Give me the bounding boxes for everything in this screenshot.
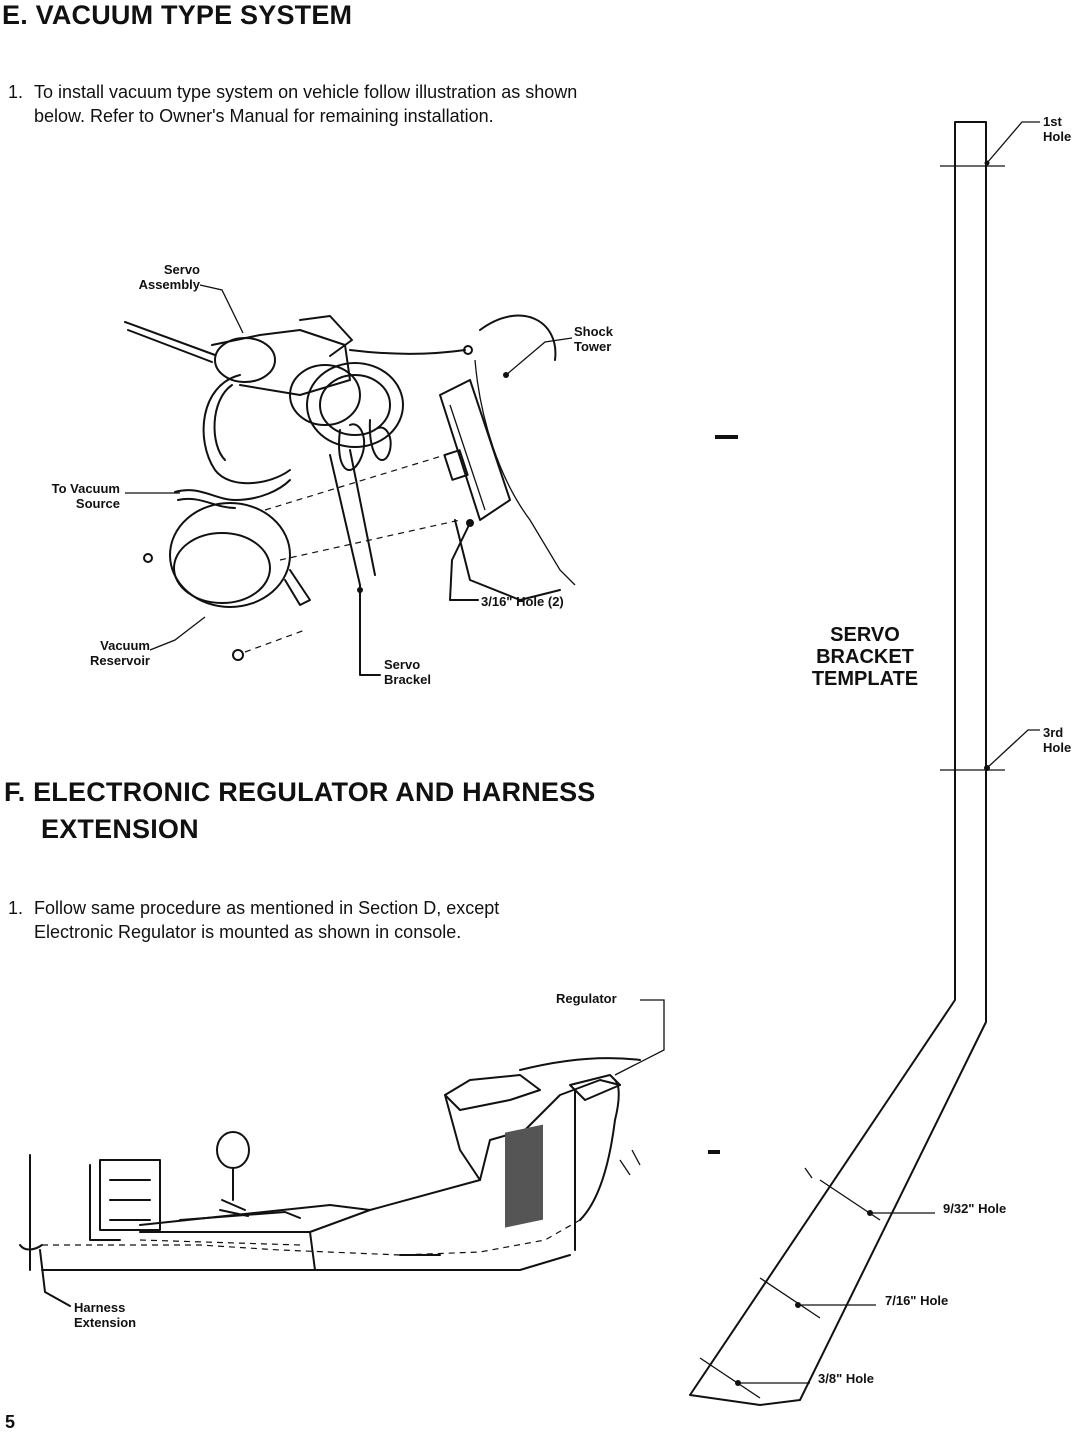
- label-vacuum-source: To Vacuum Source: [51, 481, 120, 511]
- section-e-step-number: 1.: [8, 82, 24, 102]
- label-1st-hole: 1st Hole: [1043, 114, 1072, 144]
- label-hole-2: 3/16" Hole (2): [481, 594, 564, 609]
- label-harness-extension: Harness Extension: [74, 1300, 137, 1330]
- label-hole-7-16: 7/16" Hole: [885, 1293, 949, 1308]
- section-e-step-text-line2: below. Refer to Owner's Manual for remai…: [34, 106, 494, 126]
- section-f-heading-line1: F. ELECTRONIC REGULATOR AND HARNESS: [4, 777, 596, 807]
- template-title: SERVO BRACKET TEMPLATE: [811, 624, 919, 690]
- section-f-step-number: 1.: [8, 898, 24, 918]
- section-e-step-text-line1: To install vacuum type system on vehicle…: [34, 82, 578, 102]
- label-servo-bracket: Servo Brackel: [384, 657, 431, 687]
- label-regulator: Regulator: [556, 991, 617, 1006]
- label-hole-9-32: 9/32" Hole: [943, 1201, 1007, 1216]
- label-vacuum-reservoir: Vacuum Reservoir: [90, 638, 150, 668]
- section-f-heading-line2: EXTENSION: [41, 814, 199, 844]
- section-f-step-text-line2: Electronic Regulator is mounted as shown…: [34, 922, 462, 942]
- label-3rd-hole: 3rd Hole: [1043, 725, 1072, 755]
- label-hole-3-8: 3/8" Hole: [818, 1371, 875, 1386]
- label-shock-tower: Shock Tower: [574, 324, 614, 354]
- page-number: 5: [5, 1412, 16, 1432]
- label-servo-assembly: Servo Assembly: [138, 262, 200, 292]
- section-f-step-text-line1: Follow same procedure as mentioned in Se…: [34, 898, 500, 918]
- section-e-heading: E. VACUUM TYPE SYSTEM: [2, 0, 353, 30]
